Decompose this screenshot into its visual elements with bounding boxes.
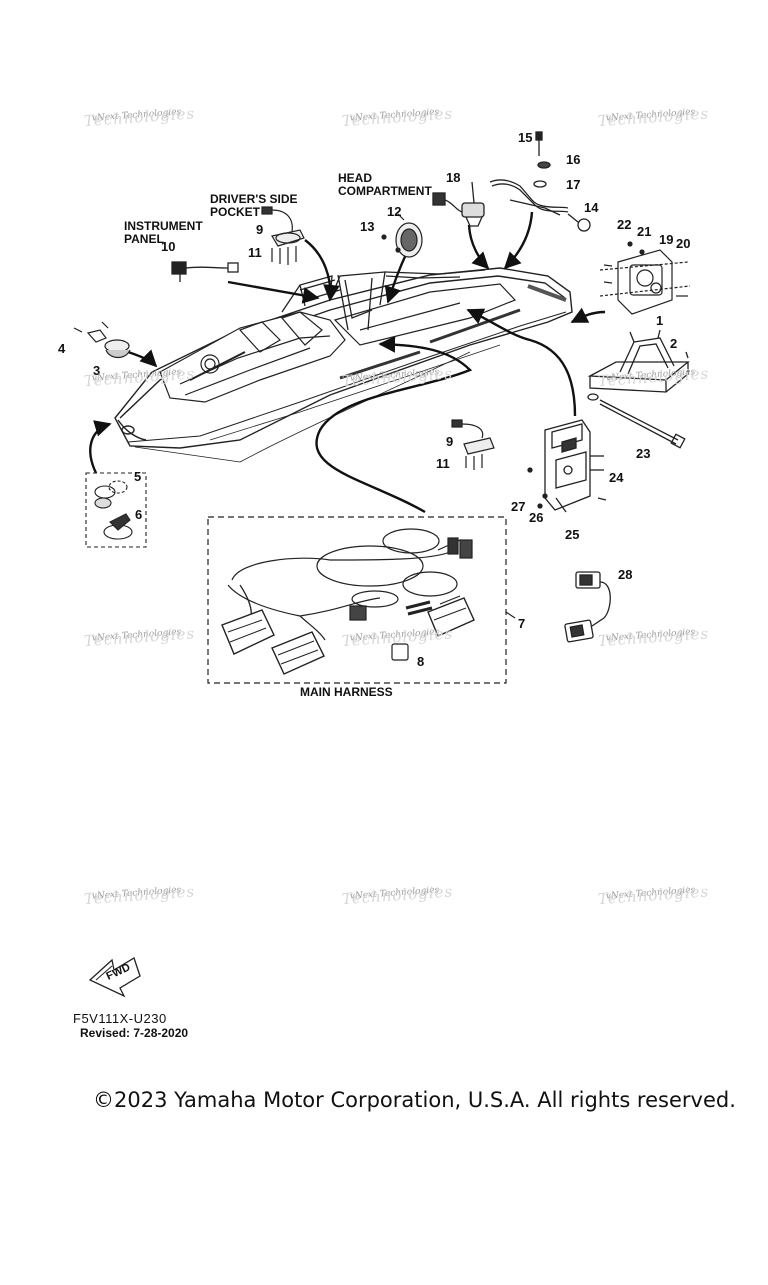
callout-19: 19 <box>659 232 674 247</box>
callout-9a: 9 <box>256 222 264 237</box>
callout-18: 18 <box>446 170 461 185</box>
callout-22: 22 <box>617 217 632 232</box>
callout-21: 21 <box>637 224 652 239</box>
item-23-cable <box>587 393 686 449</box>
cable-parts <box>489 131 591 232</box>
instrument-panel-part <box>171 261 239 282</box>
battery-tray-part <box>587 329 690 393</box>
callout-1: 1 <box>656 313 664 328</box>
fwd-arrow-icon <box>88 957 141 998</box>
main-harness-label: MAIN HARNESS <box>300 685 393 699</box>
bow-light-parts <box>73 321 131 359</box>
callout-14: 14 <box>584 200 599 215</box>
callout-25: 25 <box>565 527 580 542</box>
callout-11a: 11 <box>248 245 262 260</box>
callout-16: 16 <box>566 152 581 167</box>
pocket-part-2 <box>451 419 495 470</box>
item-28-part <box>564 571 611 643</box>
boat-cockpit <box>159 283 517 403</box>
callout-24: 24 <box>609 470 624 485</box>
items-5-6-box <box>85 472 147 548</box>
copyright-notice: ©2023 Yamaha Motor Corporation, U.S.A. A… <box>93 1088 736 1112</box>
callout-11b: 11 <box>436 456 450 471</box>
callout-5: 5 <box>134 469 142 484</box>
callout-7: 7 <box>518 616 526 631</box>
switch-panel-part <box>599 241 691 315</box>
callout-13: 13 <box>360 219 375 234</box>
main-harness-box <box>207 516 516 684</box>
assembly-arrows <box>89 211 606 514</box>
revised-date: Revised: 7-28-2020 <box>80 1026 189 1040</box>
callout-15: 15 <box>518 130 533 145</box>
callout-2: 2 <box>670 336 678 351</box>
callout-26: 26 <box>529 510 544 525</box>
callout-10: 10 <box>161 239 176 254</box>
callout-6: 6 <box>135 507 143 522</box>
callout-20: 20 <box>676 236 691 251</box>
drivers-pocket-part <box>261 206 305 265</box>
callout-8: 8 <box>417 654 425 669</box>
head-light-part <box>381 213 423 258</box>
callout-3: 3 <box>93 363 101 378</box>
diagram-code: F5V111X-U230 <box>73 1011 167 1026</box>
callout-12: 12 <box>387 204 402 219</box>
item-18-part <box>432 181 485 227</box>
callout-28: 28 <box>618 567 633 582</box>
callout-23: 23 <box>636 446 651 461</box>
callout-9b: 9 <box>446 434 454 449</box>
callout-17: 17 <box>566 177 581 192</box>
callout-4: 4 <box>58 341 66 356</box>
callout-27: 27 <box>511 499 526 514</box>
ecu-part <box>527 419 607 513</box>
